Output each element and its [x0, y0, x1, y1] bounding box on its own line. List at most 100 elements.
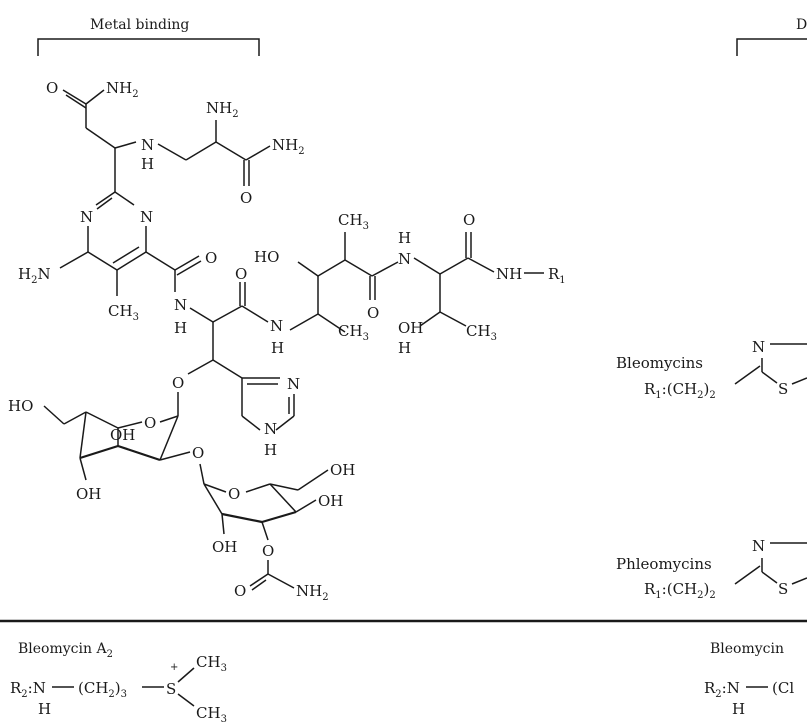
bleomycin-right-r2-h: H: [732, 700, 745, 718]
bond-phleo-thz-4: [791, 577, 807, 585]
bond-c5b-c6b: [269, 483, 299, 491]
atom-n-imid-h: H: [264, 441, 277, 459]
atom-o-amide2: O: [235, 265, 247, 283]
bond-ca-co-thr: [439, 257, 469, 275]
bond-ca-co: [212, 305, 243, 323]
pyrimidine-ring: N N H2N CH3 O N H: [18, 191, 217, 337]
beta-aminoalanine-group: O NH2 N H NH2 NH2 O: [46, 79, 305, 207]
bond-carb-nh2: [267, 573, 295, 589]
bleomycin-a2-ch3-bottom: CH3: [196, 704, 227, 723]
atom-nh2-right: NH2: [272, 136, 305, 157]
bleomycin-a2-s: S: [166, 680, 176, 698]
bond-c6-c6b: [63, 411, 87, 425]
atom-o-carb-dbl: O: [234, 582, 246, 600]
bond-carb-o-1: [249, 573, 269, 587]
bond-c5b-c4b: [269, 483, 297, 513]
bleomycins-thz-s: S: [778, 380, 788, 398]
bond-c3-c2: [117, 444, 161, 462]
atom-oh-sugar1-a: OH: [110, 426, 135, 444]
atom-n-amide1-h: H: [174, 319, 187, 337]
atom-r1: R1: [548, 265, 566, 286]
bond-n-ch2: [157, 143, 187, 161]
atom-nh-amine-h: H: [141, 155, 154, 173]
bond-co-nh-r1: [467, 257, 495, 273]
gulose-ring: O HO OH OH O: [8, 392, 204, 503]
atom-nh-thr-n: N: [398, 250, 411, 268]
bond-pyr-6: [114, 191, 135, 206]
bond-im-4: [275, 415, 295, 431]
bond-a2-s-ch3-top: [177, 667, 195, 683]
bond-bleo-thz-3: [761, 371, 778, 384]
bond-c-nh2-top: [85, 89, 105, 105]
phleomycins-r1-chain: R1:(CH2)2: [644, 580, 716, 601]
bond-oring2-c5b: [245, 483, 271, 493]
bond-pyr-4b: [112, 246, 140, 264]
atom-oh-sugar2-b: OH: [318, 492, 343, 510]
bond-cb-ch3-thr: [439, 311, 467, 327]
atom-nh-r1: NH: [496, 265, 522, 283]
bond-c5-c6: [85, 411, 119, 429]
bleomycins-thz-n: N: [752, 338, 765, 356]
imidazole-ring: N N H: [241, 375, 300, 459]
bond-c6b-ho: [43, 405, 65, 425]
bond-phleo-chain: [734, 565, 761, 585]
mannose-ring: O OH OH OH O O NH2: [199, 461, 355, 603]
atom-ch3-val-top: CH3: [338, 211, 369, 232]
bond-co-amide1-1: [174, 255, 200, 271]
bond-n-ca: [189, 307, 214, 323]
atom-n-imid-bottom: N: [264, 420, 277, 438]
bond-c6b-oh: [297, 469, 329, 491]
bleomycin-a2-chain: (CH2)3: [78, 679, 127, 700]
right-header: D: [736, 17, 807, 56]
atom-ch3-val-low: CH3: [338, 322, 369, 343]
atom-o-ring1: O: [144, 414, 156, 432]
bond-c-ch3: [317, 313, 346, 333]
bond-cb-oh-thr: [419, 311, 441, 327]
atom-oh-sugar2-c: OH: [212, 538, 237, 556]
bleomycin-right-section: Bleomycin R2:N H (Cl: [704, 641, 794, 718]
atom-ch3-thr: CH3: [466, 322, 497, 343]
bond-pyr-1b: [96, 197, 113, 210]
bond-oring-c5: [117, 421, 143, 429]
bond-pyr-nh2: [59, 251, 89, 269]
bond-oglyco-c1b: [199, 463, 205, 485]
bleomycin-a2-section: Bleomycin A2 R2:N H (CH2)3 + S CH3 CH3: [10, 641, 227, 723]
atom-o-thr: O: [463, 211, 475, 229]
bond-ch-n: [114, 141, 137, 149]
metal-binding-header: Metal binding: [37, 17, 260, 56]
bond-c4b-oh: [295, 499, 317, 513]
right-header-label: D: [796, 17, 807, 33]
bleomycin-right-label: Bleomycin: [710, 641, 784, 657]
atom-n-amide2: N: [270, 317, 283, 335]
atom-o-link: O: [172, 374, 184, 392]
bond-c2-c1: [159, 415, 179, 461]
phleomycins-variant: Phleomycins R1:(CH2)2 N S: [616, 537, 807, 601]
atom-n-amide1: N: [174, 296, 187, 314]
bond-n-ca-thr: [413, 257, 441, 275]
bond-a2-s-ch3-bottom: [177, 693, 195, 707]
right-header-bracket: [736, 38, 807, 56]
bond-cb-o: [187, 359, 214, 375]
bond-co-top-2: [65, 94, 87, 109]
atom-o-carb: O: [262, 542, 274, 560]
bond-c2b-oh: [221, 513, 225, 535]
bond-c4-oh: [79, 457, 87, 481]
bond-c2b-c1b: [203, 483, 223, 515]
bleomycin-a2-r2-h: H: [38, 700, 51, 718]
bond-ch2-ch: [185, 141, 217, 161]
atom-ch3-pyr: CH3: [108, 302, 139, 323]
phleomycins-thz-n: N: [752, 537, 765, 555]
bond-cb-imid: [212, 359, 243, 379]
atom-nh2-top: NH2: [106, 79, 139, 100]
bond-pyr-3: [87, 251, 118, 271]
bond-ch-co-val: [344, 259, 373, 277]
bleomycin-a2-r2: R2:N: [10, 679, 46, 700]
metal-binding-label: Metal binding: [90, 17, 189, 33]
atom-ho-val: HO: [254, 248, 279, 266]
atom-oh-thr: OH: [398, 319, 423, 337]
atom-oh-sugar2-a: OH: [330, 461, 355, 479]
atom-n-pyr-right: N: [140, 208, 153, 226]
atom-n-amide2-h: H: [271, 339, 284, 357]
bond-co-top-1: [62, 89, 87, 105]
